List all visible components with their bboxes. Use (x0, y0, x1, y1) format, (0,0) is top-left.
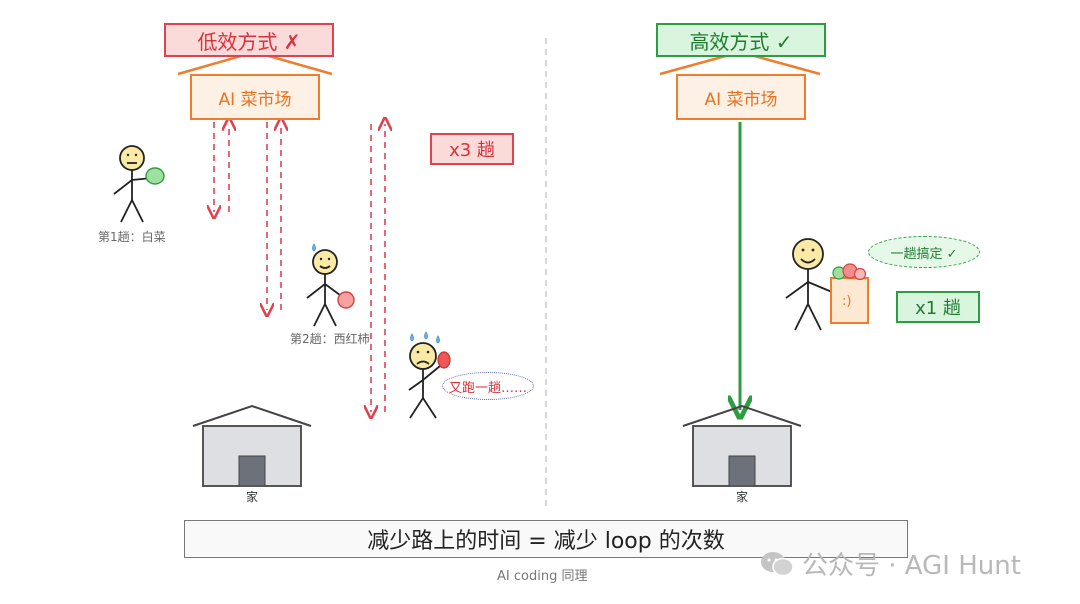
tomato-icon (337, 291, 355, 309)
summary-banner: 减少路上的时间 = 减少 loop 的次数 (184, 520, 908, 558)
trip-3-arrows (371, 124, 385, 412)
inefficient-title: 低效方式 ✗ (164, 23, 334, 57)
run-again-bubble: 又跑一趟…… (442, 372, 534, 400)
left-home-house (192, 404, 312, 487)
trip-2-arrows (267, 122, 281, 310)
watermark: 公众号 · AGI Hunt (760, 545, 1021, 582)
stick-figure-happy (785, 238, 833, 331)
right-store-box: AI 菜市场 (676, 74, 806, 120)
bag-smiley-label: :) (842, 294, 852, 309)
left-store-box: AI 菜市场 (190, 74, 320, 120)
trip-count-badge-x1: x1 趟 (896, 291, 980, 323)
trip-2-caption: 第2趟：西红柿 (290, 332, 370, 346)
left-home-label: 家 (246, 490, 259, 504)
red-veggie-icon (437, 351, 451, 369)
grocery-bag-icon (830, 263, 869, 324)
one-trip-done-bubble: 一趟搞定 ✓ (868, 236, 980, 268)
right-home-label: 家 (736, 490, 749, 504)
watermark-text: 公众号 · AGI Hunt (802, 551, 1021, 581)
stick-figure-2 (306, 249, 345, 327)
wechat-icon (760, 550, 794, 578)
sweat-drops-icon (410, 331, 440, 344)
right-home-house (682, 404, 802, 487)
trip-1-arrows (214, 122, 229, 212)
stick-figure-3 (408, 342, 441, 419)
stick-figure-1 (113, 145, 153, 223)
efficient-title: 高效方式 ✓ (656, 23, 826, 57)
sweat-drop-icon (312, 243, 316, 252)
sub-caption: AI coding 同理 (497, 569, 588, 584)
trip-1-caption: 第1趟：白菜 (98, 230, 166, 244)
trip-count-badge-x3: x3 趟 (430, 133, 514, 165)
summary-text: 减少路上的时间 = 减少 loop 的次数 (367, 529, 725, 554)
cabbage-icon (145, 167, 165, 185)
